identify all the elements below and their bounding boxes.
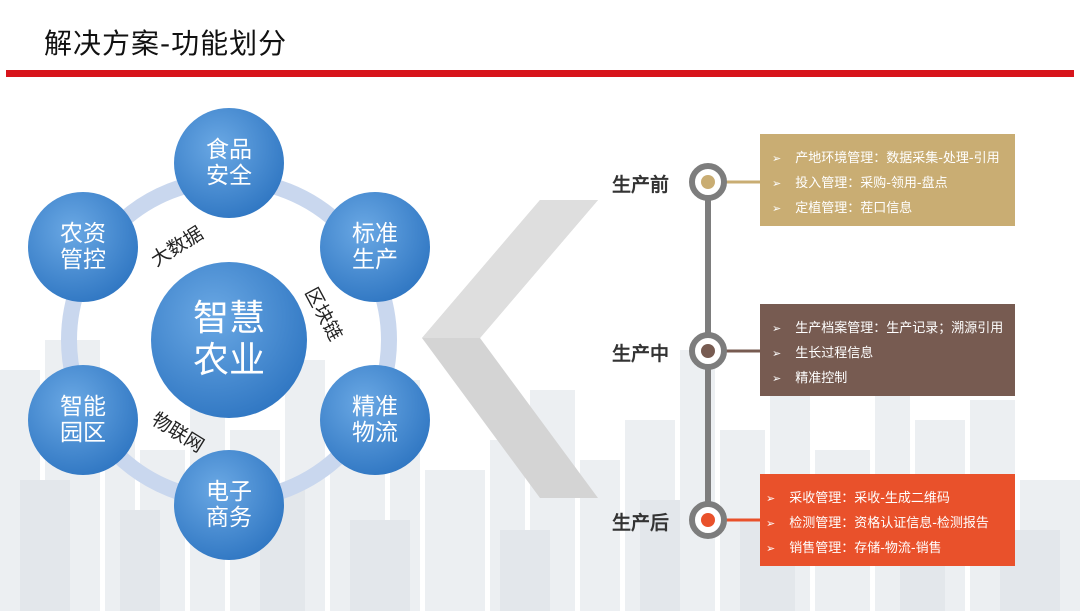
title-underline-bar — [6, 70, 1074, 77]
chevron-top-facet — [422, 200, 598, 338]
center-label: 智慧 农业 — [192, 298, 265, 381]
page-title: 解决方案-功能划分 — [44, 27, 288, 60]
stage-label-after: 生产后 — [612, 512, 670, 534]
timeline-dot-before — [701, 175, 715, 189]
stage-label-during: 生产中 — [612, 343, 670, 365]
node-label-standard-production: 标准 生产 — [352, 221, 398, 273]
node-circle-standard-production — [320, 192, 430, 302]
node-circle-agri-input-control — [28, 192, 138, 302]
center-circle — [151, 262, 307, 418]
node-label-food-safety: 食品 安全 — [206, 137, 252, 189]
stage-label-before: 生产前 — [612, 174, 670, 196]
list-item: 生产档案管理：生产记录；溯源引用 — [772, 316, 1015, 341]
list-item: 采收管理：采收-生成二维码 — [766, 486, 1015, 511]
list-item: 投入管理：采购-领用-盘点 — [772, 171, 1015, 196]
stage-box-during: 生产档案管理：生产记录；溯源引用 生长过程信息 精准控制 — [760, 304, 1015, 396]
list-item: 精准控制 — [772, 366, 1015, 391]
list-item: 定植管理：茬口信息 — [772, 196, 1015, 221]
node-circle-smart-park — [28, 365, 138, 475]
node-circle-precision-logistics — [320, 365, 430, 475]
timeline-dot-during — [701, 344, 715, 358]
node-label-agri-input-control: 农资 管控 — [60, 221, 106, 273]
list-item: 销售管理：存储-物流-销售 — [766, 536, 1015, 561]
list-item: 产地环境管理：数据采集-处理-引用 — [772, 146, 1015, 171]
timeline-dot-after — [701, 513, 715, 527]
stage-box-after: 采收管理：采收-生成二维码 检测管理：资格认证信息-检测报告 销售管理：存储-物… — [760, 474, 1015, 566]
node-circle-ecommerce — [174, 450, 284, 560]
list-item: 检测管理：资格认证信息-检测报告 — [766, 511, 1015, 536]
list-item: 生长过程信息 — [772, 341, 1015, 366]
node-label-smart-park: 智能 园区 — [60, 394, 106, 446]
node-label-ecommerce: 电子 商务 — [206, 479, 252, 531]
stage-box-before: 产地环境管理：数据采集-处理-引用 投入管理：采购-领用-盘点 定植管理：茬口信… — [760, 134, 1015, 226]
node-circle-food-safety — [174, 108, 284, 218]
node-label-precision-logistics: 精准 物流 — [352, 394, 398, 446]
